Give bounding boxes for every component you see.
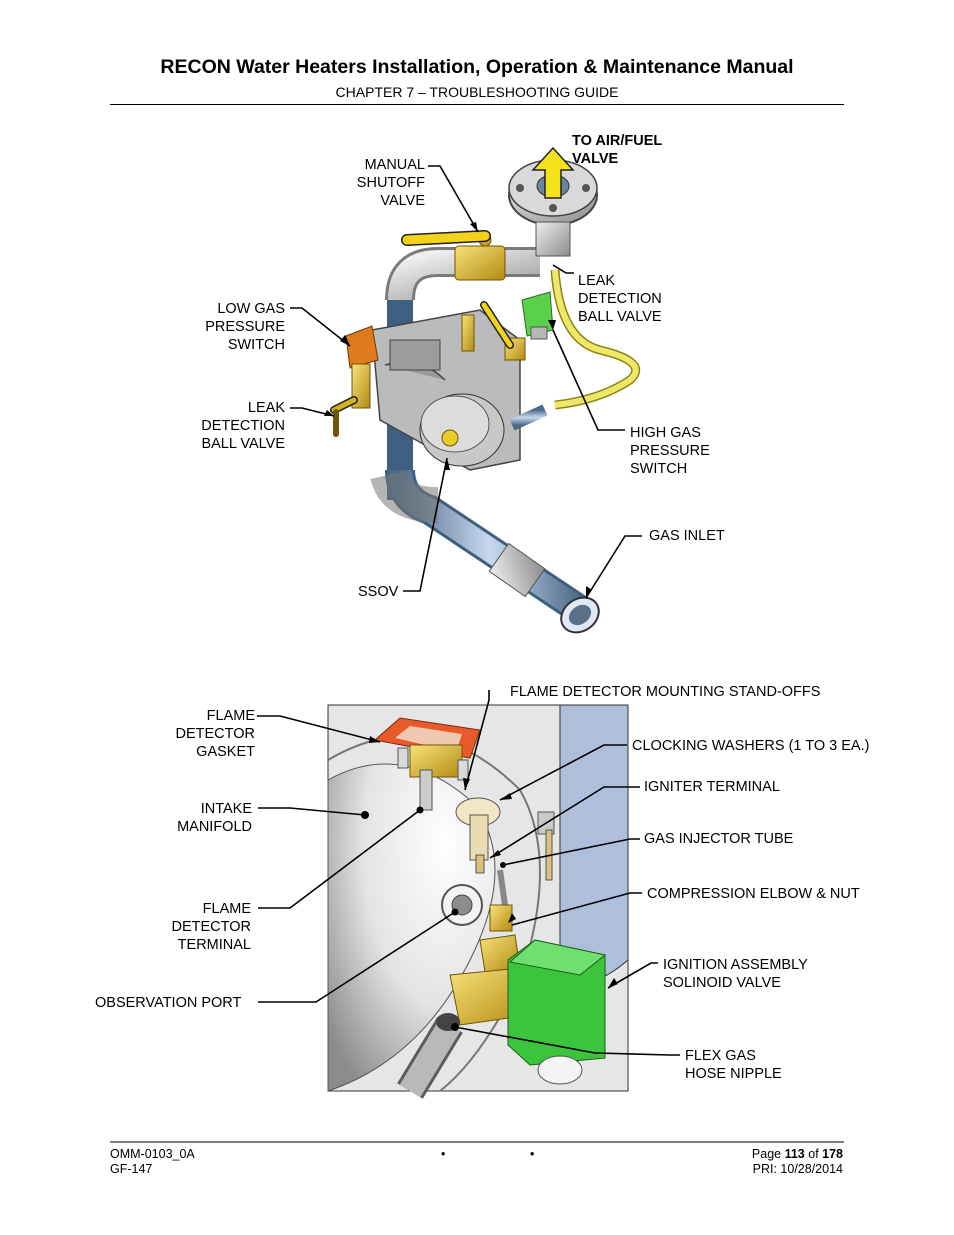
label-igniter-terminal: IGNITER TERMINAL	[644, 779, 780, 795]
label-intake-manifold: INTAKE MANIFOLD	[177, 801, 252, 835]
label-leak-detection-ball-valve-left: LEAK DETECTION BALL VALVE	[201, 400, 285, 452]
label-ssov: SSOV	[358, 584, 399, 600]
gas-train-drawing	[330, 146, 641, 634]
label-low-gas-pressure-switch: LOW GAS PRESSURE SWITCH	[205, 301, 285, 353]
label-gas-inlet: GAS INLET	[649, 528, 725, 544]
page-current: 113	[784, 1147, 805, 1161]
page-prefix: Page	[751, 1147, 785, 1161]
footer-bullet-left: •	[441, 1147, 446, 1161]
label-observation-port: OBSERVATION PORT	[95, 995, 242, 1011]
label-flame-detector-mounting-standoffs: FLAME DETECTOR MOUNTING STAND-OFFS	[510, 684, 821, 700]
footer-gf-number: GF-147	[110, 1162, 153, 1176]
figure1-arrowheads	[324, 222, 592, 598]
label-flame-detector-gasket: FLAME DETECTOR GASKET	[175, 708, 256, 760]
label-to-air-fuel-valve: TO AIR/FUEL VALVE	[572, 133, 663, 167]
figure2-arrowheads	[361, 736, 618, 1031]
label-gas-injector-tube: GAS INJECTOR TUBE	[644, 831, 794, 847]
label-compression-elbow-nut: COMPRESSION ELBOW & NUT	[647, 886, 860, 902]
header-rule	[110, 104, 844, 105]
figure1-leader-lines	[290, 165, 642, 599]
page-title: RECON Water Heaters Installation, Operat…	[160, 56, 794, 78]
page-of: of	[804, 1147, 823, 1161]
label-flex-gas-hose-nipple: FLEX GAS HOSE NIPPLE	[685, 1048, 782, 1082]
label-high-gas-pressure-switch: HIGH GAS PRESSURE SWITCH	[630, 425, 710, 477]
footer-pri-date: PRI: 10/28/2014	[752, 1162, 843, 1176]
footer-bullet-right: •	[530, 1147, 535, 1161]
label-flame-detector-terminal: FLAME DETECTOR TERMINAL	[171, 901, 252, 953]
page-total: 178	[822, 1147, 843, 1161]
footer-page-number: Page 113 of 178	[752, 1147, 843, 1162]
label-manual-shutoff-valve: MANUAL SHUTOFF VALVE	[356, 157, 425, 209]
label-clocking-washers: CLOCKING WASHERS (1 TO 3 EA.)	[632, 738, 870, 754]
label-leak-detection-ball-valve-right: LEAK DETECTION BALL VALVE	[578, 273, 662, 325]
label-ignition-assembly-solenoid-valve: IGNITION ASSEMBLY SOLINOID VALVE	[663, 957, 808, 991]
chapter-heading: CHAPTER 7 – TROUBLESHOOTING GUIDE	[335, 84, 619, 100]
figure2-leader-lines	[257, 690, 680, 1056]
ignition-assembly-illustration	[327, 704, 629, 1099]
footer-doc-number: OMM-0103_0A	[110, 1147, 195, 1161]
